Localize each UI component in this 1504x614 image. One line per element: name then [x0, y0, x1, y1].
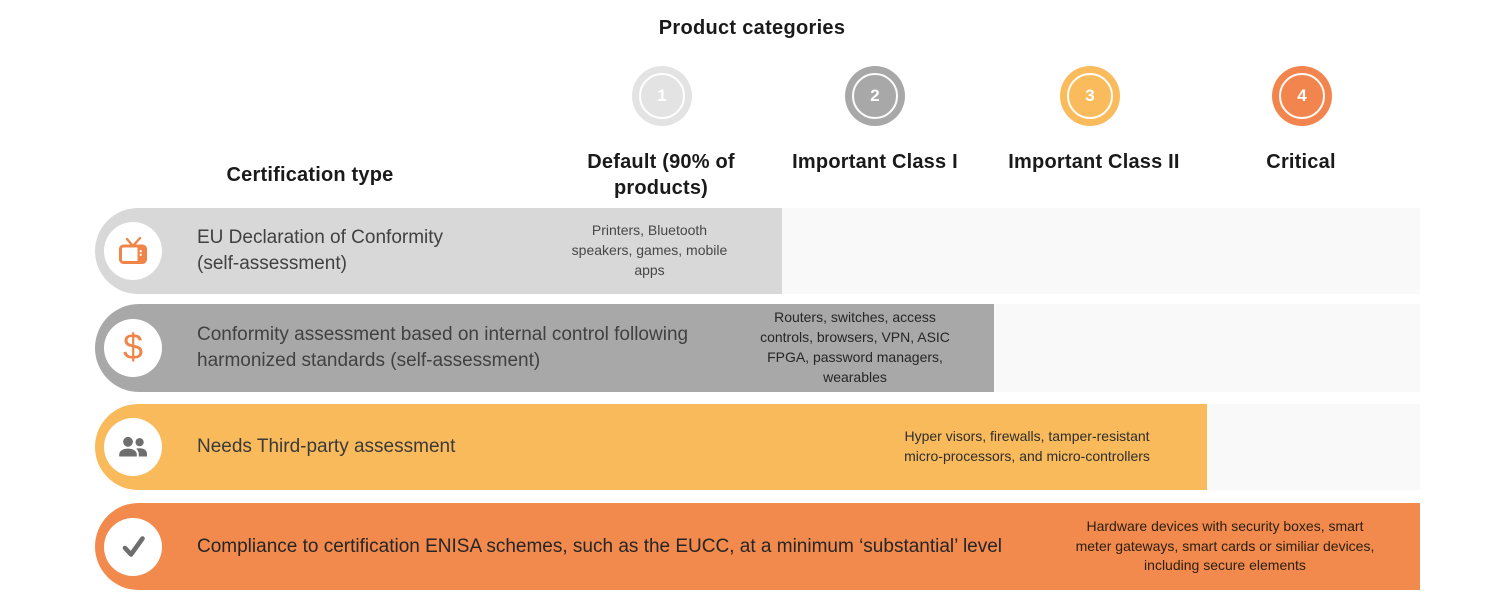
row-bar [95, 503, 1420, 590]
row-bar [95, 404, 1207, 490]
category-badge-2-number: 2 [852, 73, 898, 119]
products-label: Routers, switches, access controls, brow… [760, 309, 950, 385]
certification-label: Needs Third-party assessment [197, 436, 456, 458]
products-label: Hardware devices with security boxes, sm… [1075, 517, 1375, 574]
tv-icon [119, 236, 147, 264]
category-badge-4: 4 [1272, 66, 1332, 126]
icon-circle [104, 517, 162, 576]
row-bar [95, 208, 782, 294]
column-header-critical: Critical [1266, 151, 1336, 173]
row-internal-control: $ Conformity assessment based on interna… [95, 304, 1420, 392]
category-badge-2: 2 [845, 66, 905, 126]
people-icon [119, 436, 147, 457]
row-eu-declaration: EU Declaration of Conformity (self-asses… [95, 208, 1420, 294]
category-badge-1-number: 1 [639, 73, 685, 119]
category-badge-4-number: 4 [1279, 73, 1325, 119]
icon-circle [104, 418, 162, 476]
certification-type-header: Certification type [226, 164, 394, 186]
certification-label: EU Declaration of Conformity (self-asses… [197, 227, 444, 274]
category-badge-3-number: 3 [1067, 73, 1113, 119]
column-header-important-class-2: Important Class II [1008, 151, 1180, 173]
row-track [1207, 404, 1420, 490]
column-header-default: Default (90% of products) [587, 151, 735, 199]
check-icon [122, 536, 145, 557]
row-track [994, 304, 1420, 392]
products-label: Printers, Bluetooth speakers, games, mob… [571, 222, 728, 278]
icon-circle [104, 222, 162, 280]
products-label: Hyper visors, firewalls, tamper-resistan… [904, 428, 1150, 464]
dollar-icon: $ [122, 326, 144, 367]
page-title: Product categories [658, 17, 846, 39]
row-track [782, 208, 1420, 294]
certification-label: Compliance to certification ENISA scheme… [197, 535, 1003, 557]
icon-circle: $ [104, 319, 162, 377]
column-header-important-class-1: Important Class I [792, 151, 958, 173]
row-bar [95, 304, 994, 392]
category-badge-3: 3 [1060, 66, 1120, 126]
certification-label: Conformity assessment based on internal … [197, 324, 689, 371]
row-third-party: Needs Third-party assessment Hyper visor… [95, 404, 1420, 490]
category-badge-1: 1 [632, 66, 692, 126]
row-enisa-certification: Compliance to certification ENISA scheme… [95, 503, 1420, 590]
